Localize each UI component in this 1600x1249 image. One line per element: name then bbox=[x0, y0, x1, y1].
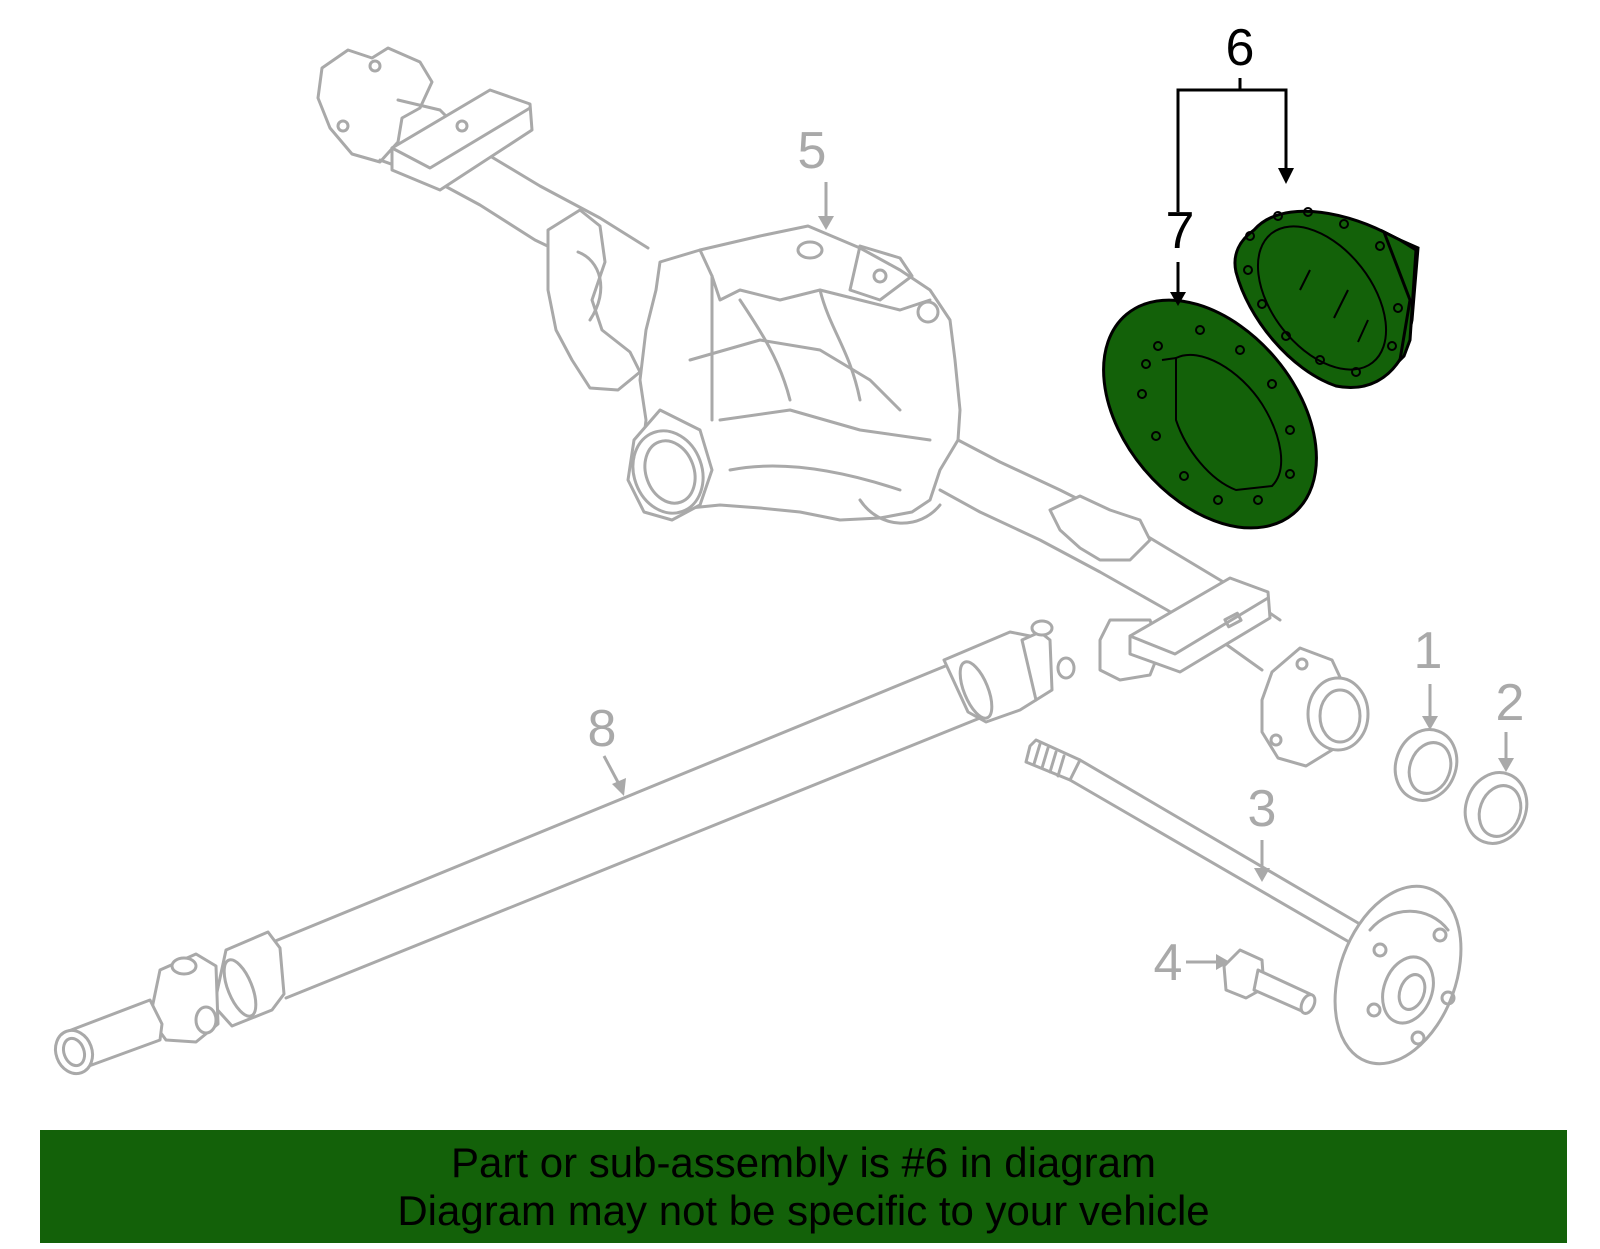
svg-text:5: 5 bbox=[798, 122, 827, 180]
axle-housing[interactable] bbox=[316, 46, 1370, 768]
callout-1: 1 bbox=[1414, 622, 1443, 730]
axle-shaft[interactable] bbox=[1024, 738, 1484, 1081]
differential-cover[interactable] bbox=[1232, 203, 1420, 394]
callout-4: 4 bbox=[1154, 934, 1230, 992]
info-banner: Part or sub-assembly is #6 in diagram Di… bbox=[40, 1130, 1567, 1243]
callout-8: 8 bbox=[588, 700, 626, 796]
callout-6: 6 bbox=[1176, 19, 1294, 212]
callout-3: 3 bbox=[1248, 780, 1277, 882]
svg-text:3: 3 bbox=[1248, 780, 1277, 838]
wheel-stud[interactable] bbox=[1222, 948, 1318, 1016]
banner-line-1: Part or sub-assembly is #6 in diagram bbox=[451, 1138, 1156, 1186]
cover-gasket[interactable] bbox=[1061, 259, 1360, 569]
drive-shaft[interactable] bbox=[50, 619, 1076, 1079]
callout-7: 7 bbox=[1166, 202, 1195, 306]
seal-2[interactable] bbox=[1455, 764, 1536, 852]
svg-text:2: 2 bbox=[1496, 674, 1525, 732]
svg-text:6: 6 bbox=[1226, 19, 1255, 77]
callout-2: 2 bbox=[1496, 674, 1525, 772]
banner-line-2: Diagram may not be specific to your vehi… bbox=[397, 1186, 1210, 1234]
svg-text:4: 4 bbox=[1154, 934, 1183, 992]
svg-text:1: 1 bbox=[1414, 622, 1443, 680]
svg-text:7: 7 bbox=[1166, 202, 1195, 260]
callout-5: 5 bbox=[798, 122, 834, 230]
svg-text:8: 8 bbox=[588, 700, 617, 758]
seal-1[interactable] bbox=[1385, 721, 1466, 809]
